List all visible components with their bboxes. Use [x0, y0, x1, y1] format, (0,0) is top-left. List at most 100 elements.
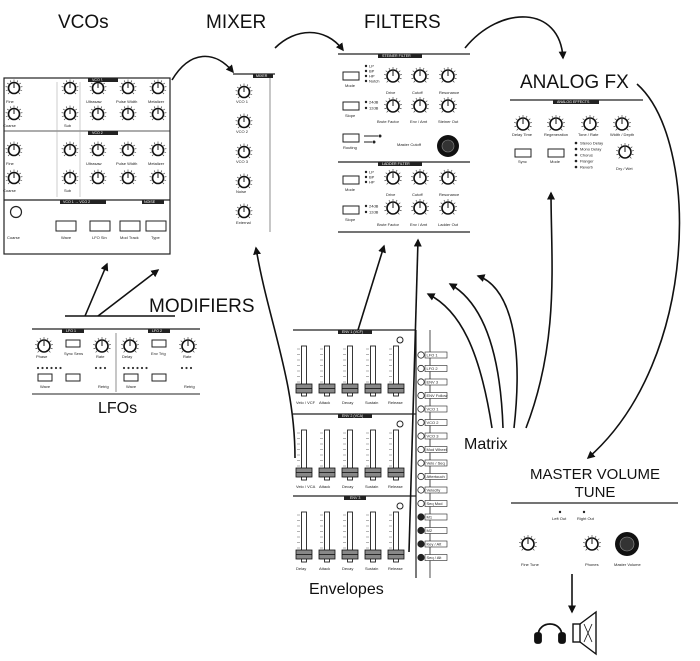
vco1-knob-4 — [149, 79, 167, 95]
lfo-knob-0 — [35, 337, 53, 353]
arrow-env-to-filters — [357, 244, 386, 331]
matrix-title: Matrix — [464, 436, 508, 453]
filter-knob-4 — [411, 97, 429, 113]
matrix-row-label-10: Velocity — [427, 488, 441, 493]
vco-label-metal-2: Metalizer — [148, 161, 165, 166]
lfo-wave-led-0-3 — [50, 366, 53, 370]
env1-header: ENV 1 (VCF) — [342, 330, 363, 334]
vco1-knob-9 — [149, 105, 167, 121]
lfo-bottom-retrig-1: Retrig — [98, 384, 109, 389]
master-sub-right: Right Out — [577, 516, 595, 521]
lfo-knob-1 — [93, 337, 111, 353]
steiner-mode-led-2 — [364, 74, 368, 78]
fx-label-width: Width / Depth — [610, 132, 634, 137]
vco1-knob-6 — [61, 105, 79, 121]
env2-slider-label-0: Velo / VCA — [296, 484, 316, 489]
filter-label-cutoff-2: Cutoff — [412, 192, 423, 197]
steiner-mode-led-1 — [364, 69, 368, 73]
ladder-slope-led-0 — [364, 204, 368, 208]
matrix-row-label-1: LFO 2 — [427, 366, 439, 371]
lfo-retrig-led-1-1 — [185, 366, 188, 370]
steiner-slope-led-0 — [364, 100, 368, 104]
lfo-label-envtrig: Env Trig — [151, 351, 166, 356]
filter-knob-2 — [439, 67, 457, 83]
lfo-label-delay: Delay — [122, 354, 132, 359]
mixer-label-2: VCO 3 — [236, 159, 249, 164]
lfo2-header: LFO 2 — [152, 329, 162, 333]
analog-fx-title: ANALOG FX — [520, 72, 629, 93]
mixer-knob-4 — [235, 203, 253, 219]
ladder-mode-led-2 — [364, 180, 368, 184]
headphones-icon — [534, 623, 566, 644]
ladder-mode-led-0 — [364, 170, 368, 174]
vco-bottom-lfosin: LFO Sin — [92, 235, 107, 240]
signal-arrows — [65, 16, 681, 614]
env3-header: ENV 3 — [350, 496, 360, 500]
modifiers-title: MODIFIERS — [149, 296, 255, 317]
matrix-row-2: ENV 3 — [417, 378, 448, 386]
fx-panel: ANALOG EFFECTS Delay Time Regeneration T… — [510, 99, 643, 171]
filter-label-res-2: Resonance — [439, 192, 460, 197]
matrix-row-14: Key / Alt — [417, 540, 448, 548]
fx-mode-led-1 — [574, 147, 578, 151]
lfo-label-rate-1: Rate — [96, 354, 105, 359]
filter-knob-10 — [411, 199, 429, 215]
filter-label-out-1: Steiner Out — [438, 119, 459, 124]
vco2-knob-4 — [149, 141, 167, 157]
vco1-knob-7 — [89, 105, 107, 121]
master-knob-finetune — [519, 535, 537, 551]
env1-slider-label-0: Velo / VCF — [296, 400, 316, 405]
master-sub-left: Left Out — [552, 516, 567, 521]
matrix-row-label-12: M1 — [427, 515, 433, 520]
env1-slider-4: Release — [387, 345, 405, 405]
filter-knob-8 — [439, 169, 457, 185]
env3-slider-1: Attack — [318, 511, 336, 571]
master-label-phones: Phones — [585, 562, 599, 567]
matrix-row-5: VCO 2 — [417, 418, 448, 427]
fx-knob-3 — [613, 115, 631, 131]
vco-bottom-coarse: Coarse — [7, 235, 21, 240]
vco-label-fine-1: Fine — [6, 99, 15, 104]
ladder-header: LADDER FILTER — [382, 162, 410, 166]
matrix-row-0: LFO 1 — [417, 351, 448, 359]
vco2-header: VCO 2 — [92, 131, 103, 135]
fx-mode-label-3: Flanger — [580, 159, 594, 164]
arrow-matrix-to-fx — [525, 191, 556, 429]
vco-label-coarse-1: Coarse — [3, 123, 17, 128]
filter-label-drive-1: Drive — [386, 90, 396, 95]
fx-mode-label-0: Stereo Delay — [580, 141, 603, 146]
lfo-retrig-led-1-2 — [189, 366, 193, 370]
env2-slider-label-3: Sustain — [365, 484, 378, 489]
lfos-title: LFOs — [98, 400, 138, 417]
matrix-row-label-0: LFO 1 — [427, 353, 439, 358]
mixer-knob-3 — [235, 173, 253, 189]
vco-bottom-type: Type — [151, 235, 160, 240]
env3-slider-0: Delay — [295, 511, 313, 571]
env2-slider-0: Velo / VCA — [295, 429, 316, 489]
arrow-mixer-to-filters — [274, 31, 344, 52]
fx-mode-led-3 — [574, 159, 578, 163]
fx-sync-btn: Sync — [518, 159, 527, 164]
mixer-knob-2 — [235, 143, 253, 159]
lfo-bottom-wave-2: Wave — [126, 384, 137, 389]
env2-slider-1: Attack — [318, 429, 336, 489]
master-panel: Left Out Right Out Fine Tune Phones Mast… — [511, 502, 678, 567]
master-title-line2: TUNE — [574, 484, 616, 501]
vco-bottom-wave: Wave — [61, 235, 72, 240]
filter-label-env-2: Env / Amt — [410, 222, 428, 227]
env2-header: ENV 2 (VCA) — [342, 414, 363, 418]
noise-header: NOISE — [144, 200, 156, 204]
lfo-retrig-led-0-0 — [94, 366, 98, 370]
arrow-filters-to-fx — [464, 16, 567, 60]
matrix-row-label-4: VCO 1 — [427, 407, 440, 412]
mixer-label-4: External — [236, 220, 251, 225]
env1-slider-1: Attack — [318, 345, 336, 405]
arrow-matrix-2 — [448, 283, 504, 429]
lfo-wave-led-1-4 — [140, 366, 144, 370]
mixer-knob-1 — [235, 113, 253, 129]
lfo-wave-led-0-0 — [36, 366, 40, 370]
vco-label-sub-2: Sub — [64, 188, 72, 193]
vco1-knob-2 — [89, 79, 107, 95]
vco2-knob-8 — [119, 169, 137, 185]
